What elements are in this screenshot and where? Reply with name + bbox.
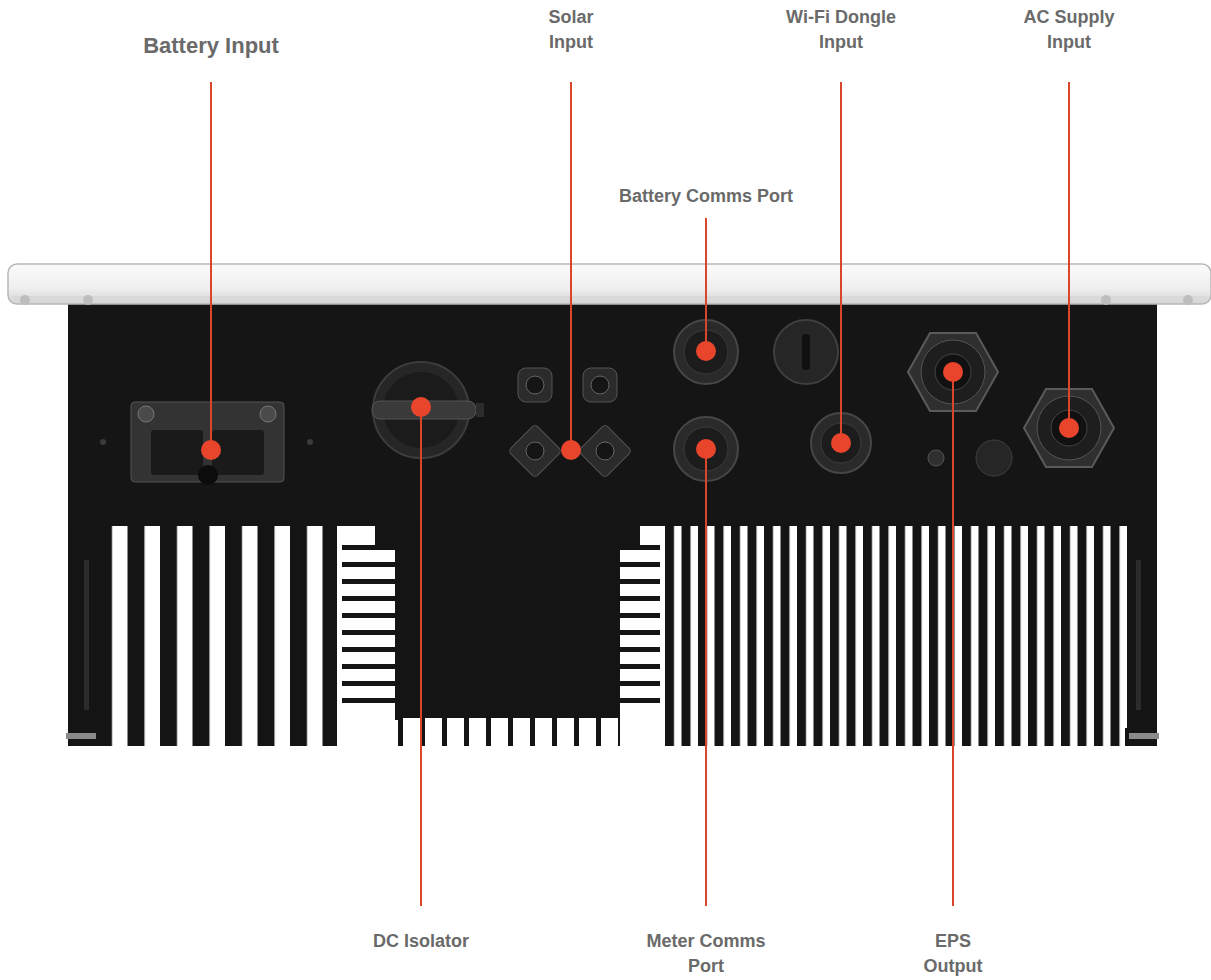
illustration-part bbox=[591, 376, 609, 394]
part-label: Battery Input bbox=[143, 33, 279, 58]
illustration-part bbox=[8, 264, 1211, 304]
part-label: Battery Comms Port bbox=[619, 184, 793, 209]
illustration-part bbox=[802, 334, 810, 370]
battery-connector bbox=[100, 402, 313, 485]
dc-isolator-knob bbox=[372, 362, 484, 458]
illustration-part bbox=[20, 295, 30, 305]
illustration-part bbox=[83, 295, 93, 305]
part-label: DC Isolator bbox=[373, 929, 469, 954]
part-label: EPS Output bbox=[917, 929, 989, 979]
illustration-part bbox=[578, 424, 632, 478]
illustration-part bbox=[12, 296, 1207, 302]
part-label: Meter Comms Port bbox=[638, 929, 774, 979]
illustration-part bbox=[411, 397, 431, 417]
illustration-part bbox=[342, 545, 395, 710]
mounting-bracket bbox=[66, 520, 1159, 746]
illustration-part bbox=[840, 82, 842, 443]
inverter-lid bbox=[8, 264, 1211, 305]
illustration-part bbox=[561, 440, 581, 460]
illustration-part bbox=[596, 442, 614, 460]
illustration-part bbox=[66, 733, 96, 739]
illustration-part bbox=[100, 439, 106, 445]
illustration-part bbox=[1101, 295, 1111, 305]
illustration-part bbox=[210, 82, 212, 450]
illustration-part bbox=[518, 368, 552, 402]
illustration-part bbox=[420, 407, 422, 906]
illustration-part bbox=[696, 341, 716, 361]
illustration-part bbox=[95, 520, 337, 746]
illustration-part bbox=[928, 450, 944, 466]
illustration-part bbox=[526, 442, 544, 460]
callout-dots bbox=[201, 341, 1079, 460]
illustration-part bbox=[705, 449, 707, 906]
illustration-part bbox=[583, 368, 617, 402]
illustration-part bbox=[526, 376, 544, 394]
part-label: AC Supply Input bbox=[1013, 5, 1125, 55]
illustration-part bbox=[705, 218, 707, 351]
illustration-part bbox=[943, 362, 963, 382]
inverter-body bbox=[68, 298, 1157, 526]
illustration-part bbox=[68, 520, 95, 746]
part-label: Wi-Fi Dongle Input bbox=[771, 5, 911, 55]
illustration-part bbox=[1136, 560, 1141, 710]
illustration-part bbox=[696, 439, 716, 459]
illustration-part bbox=[151, 430, 203, 475]
illustration-part bbox=[398, 718, 620, 746]
illustration-part bbox=[665, 520, 1130, 746]
illustration-part bbox=[976, 440, 1012, 476]
heatsink bbox=[95, 520, 1130, 746]
illustration-part bbox=[1130, 520, 1157, 746]
part-label: Solar Input bbox=[535, 5, 607, 55]
illustration-part bbox=[307, 439, 313, 445]
illustration-part bbox=[260, 406, 276, 422]
illustration-part bbox=[1129, 733, 1159, 739]
leader-lines bbox=[211, 82, 1069, 906]
illustration-part bbox=[570, 82, 572, 450]
illustration-part bbox=[476, 403, 484, 417]
illustration-part bbox=[138, 406, 154, 422]
illustration-part bbox=[952, 372, 954, 906]
illustration-part bbox=[1068, 82, 1070, 428]
illustration-part bbox=[84, 560, 89, 710]
illustration-part bbox=[1059, 418, 1079, 438]
illustration-part bbox=[831, 433, 851, 453]
illustration-part bbox=[620, 545, 660, 710]
illustration-part bbox=[1183, 295, 1193, 305]
illustration-part bbox=[201, 440, 221, 460]
illustration-part bbox=[198, 465, 218, 485]
cable-glands bbox=[674, 320, 1114, 481]
illustration-part bbox=[508, 424, 562, 478]
illustration-part bbox=[774, 320, 838, 384]
